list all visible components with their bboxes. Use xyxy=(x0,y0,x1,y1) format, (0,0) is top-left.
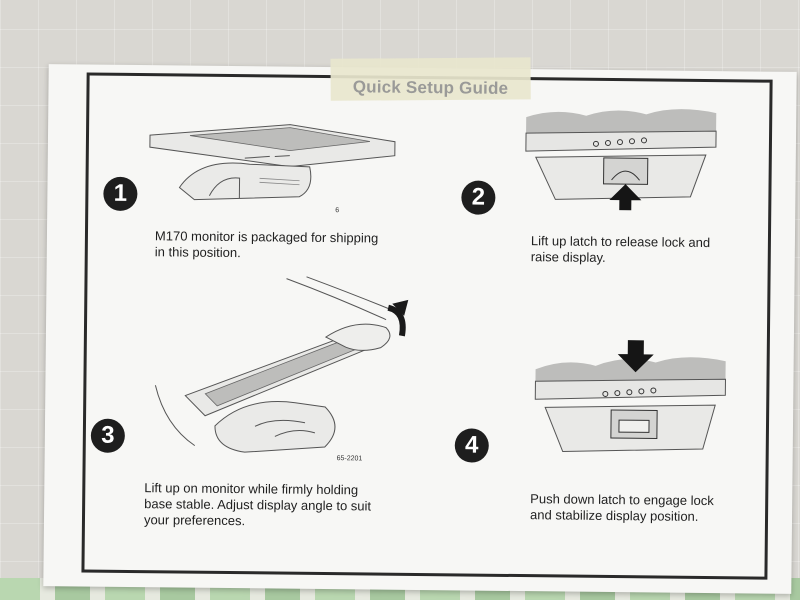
step-3-text: Lift up on monitor while firmly holding … xyxy=(144,480,371,530)
step-2-number-badge: 2 xyxy=(461,180,496,215)
step-2-line-2: raise display. xyxy=(530,249,606,265)
step-4-text: Push down latch to engage lock and stabi… xyxy=(530,491,714,525)
step-4-line-2: and stabilize display position. xyxy=(529,507,699,524)
step-1-text: M170 monitor is packaged for shipping in… xyxy=(155,228,379,262)
lift-monitor-illustration xyxy=(154,276,409,453)
guide-title: Quick Setup Guide xyxy=(352,77,509,98)
latch-engage-illustration xyxy=(534,340,726,453)
step-1-number-badge: 1 xyxy=(103,176,138,212)
step-3-line-3: your preferences. xyxy=(143,512,246,529)
step-2-line-1: Lift up latch to release lock and xyxy=(530,233,711,251)
step-2-text: Lift up latch to release lock and raise … xyxy=(531,233,711,267)
step-1-line-2: in this position. xyxy=(154,244,241,261)
latch-release-illustration xyxy=(525,109,717,211)
monitor-packaged-illustration xyxy=(149,124,396,201)
step1-mark: 6 xyxy=(335,207,340,215)
setup-guide-sheet: Quick Setup Guide 6 1 M170 monitor is pa… xyxy=(43,57,797,594)
step-4-number-badge: 4 xyxy=(454,428,489,463)
step-3-number-badge: 3 xyxy=(90,418,126,453)
step-4-line-1: Push down latch to engage lock xyxy=(530,491,714,509)
step3-code: 65-2201 xyxy=(336,455,363,463)
